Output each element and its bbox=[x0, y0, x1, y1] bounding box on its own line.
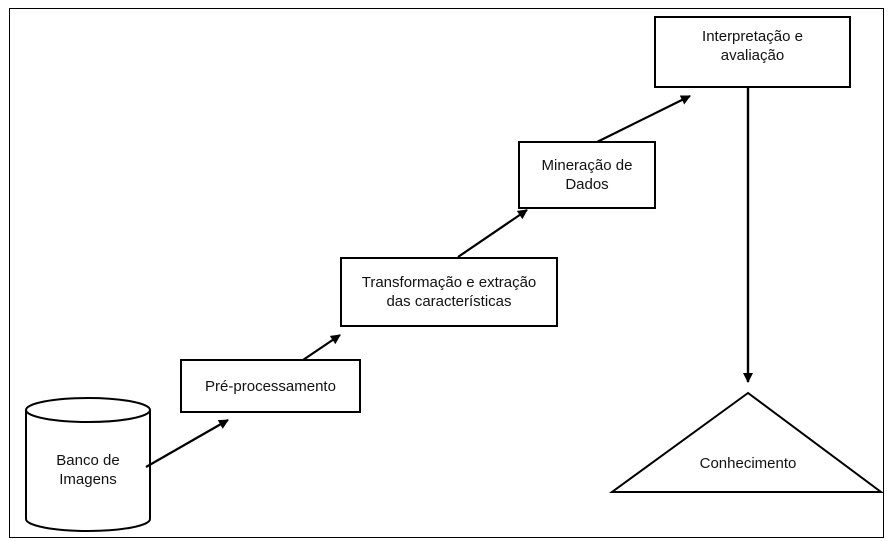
arrow-mining-to-interpretation bbox=[596, 95, 691, 143]
transformation-label-line1: Transformação e extração bbox=[361, 274, 537, 291]
interpretation-label-line2: avaliação bbox=[720, 47, 785, 64]
knowledge-label-line1: Conhecimento bbox=[699, 454, 797, 472]
transformation-box bbox=[340, 257, 558, 327]
arrow-database-to-preprocessing bbox=[145, 419, 229, 468]
interpretation-box bbox=[654, 16, 851, 88]
database-label-line1: Banco de bbox=[56, 452, 120, 469]
knowledge-label: Conhecimento bbox=[660, 445, 836, 481]
mining-label: Mineração de Dados bbox=[519, 142, 655, 208]
transformation-label: Transformação e extração das característ… bbox=[341, 258, 557, 326]
mining-box bbox=[518, 141, 656, 209]
mining-label-line1: Mineração de bbox=[541, 157, 633, 174]
database-label-line2: Imagens bbox=[59, 471, 117, 488]
database-label: Banco de Imagens bbox=[26, 440, 150, 500]
preprocessing-label: Pré-processamento bbox=[181, 360, 360, 412]
preprocessing-label-line1: Pré-processamento bbox=[205, 377, 336, 395]
arrow-preprocessing-to-transformation bbox=[302, 334, 341, 361]
database-cylinder bbox=[25, 397, 151, 532]
interpretation-label: Interpretação e avaliação bbox=[655, 17, 850, 75]
knowledge-triangle bbox=[608, 391, 885, 493]
arrow-transformation-to-mining bbox=[457, 209, 528, 258]
transformation-label-line2: das características bbox=[386, 293, 512, 310]
interpretation-label-line1: Interpretação e bbox=[702, 28, 803, 45]
mining-label-line2: Dados bbox=[565, 176, 609, 193]
preprocessing-box bbox=[180, 359, 361, 413]
